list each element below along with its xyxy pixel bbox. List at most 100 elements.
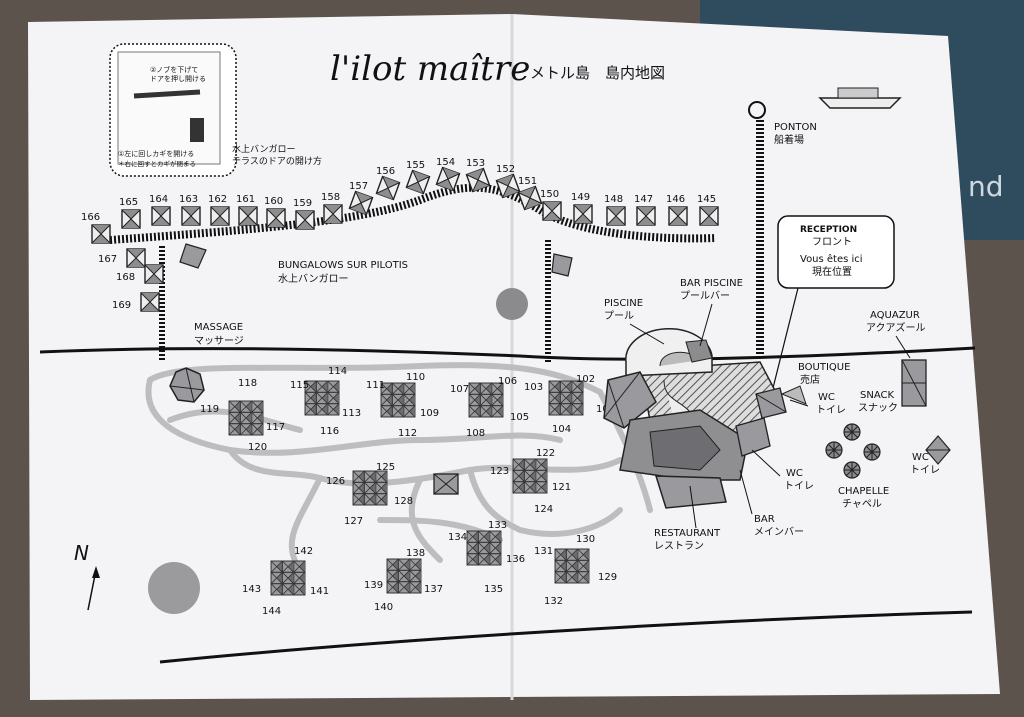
aquazur-building xyxy=(901,359,927,407)
villa-number: 134 xyxy=(448,532,467,543)
villa-number: 102 xyxy=(576,374,595,385)
svg-text:N: N xyxy=(74,541,89,565)
villa-number: 138 xyxy=(406,548,425,559)
villa-number: 136 xyxy=(506,554,525,565)
bungalow-number: 150 xyxy=(540,189,559,200)
label-bungalows: BUNGALOWS SUR PILOTIS xyxy=(278,260,408,271)
villa-number: 107 xyxy=(450,384,469,395)
reception-callout xyxy=(771,215,895,393)
inset-step2: ②ノブを下げて xyxy=(150,65,198,74)
villa-number: 108 xyxy=(466,428,485,439)
door-note-2: テラスのドアの開け方 xyxy=(232,155,322,167)
villa-number: 125 xyxy=(376,462,395,473)
massage-pavilion xyxy=(169,367,205,403)
label-reception-jp: フロント xyxy=(812,237,852,248)
villa-number: 127 xyxy=(344,516,363,527)
label-restaurant-jp: レストラン xyxy=(654,540,704,552)
bungalow-number: 153 xyxy=(466,158,485,169)
villa-number: 140 xyxy=(374,602,393,613)
bungalow-number: 169 xyxy=(112,300,131,311)
villa-number: 141 xyxy=(310,586,329,597)
bungalow-number: 152 xyxy=(496,164,515,175)
villa-number: 135 xyxy=(484,584,503,595)
villa-number: 114 xyxy=(328,366,347,377)
villa-number: 144 xyxy=(262,606,281,617)
label-piscine: PISCINE xyxy=(604,298,643,309)
bungalow-159 xyxy=(295,210,315,230)
villa-number: 133 xyxy=(488,520,507,531)
bungalow-147 xyxy=(636,206,656,226)
label-restaurant: RESTAURANT xyxy=(654,528,721,539)
label-you-are-here: Vous êtes ici xyxy=(800,253,863,265)
label-wc-3-jp: トイレ xyxy=(784,481,814,492)
villa-number: 142 xyxy=(294,546,313,557)
bungalow-158 xyxy=(323,204,343,224)
bungalow-145 xyxy=(699,206,719,226)
villa-number: 123 xyxy=(490,466,509,477)
label-boutique-jp: 売店 xyxy=(800,373,820,386)
bungalow-164 xyxy=(151,206,171,226)
bungalow-161 xyxy=(238,206,258,226)
inset-step1b: ＊右に回すとカギが閉まる xyxy=(118,159,196,168)
bungalow-number: 164 xyxy=(149,194,168,205)
pond-top xyxy=(496,288,528,320)
bungalow-160 xyxy=(266,208,286,228)
bungalow-number: 149 xyxy=(571,192,590,203)
villa-number: 103 xyxy=(524,382,543,393)
bungalow-149 xyxy=(573,204,593,224)
label-bungalows-jp: 水上バンガロー xyxy=(278,273,349,285)
label-massage: MASSAGE xyxy=(194,322,243,333)
bungalow-150 xyxy=(542,201,562,221)
villa-number: 126 xyxy=(326,476,345,487)
villa-number: 139 xyxy=(364,580,383,591)
villa-number: 122 xyxy=(536,448,555,459)
bungalow-168 xyxy=(144,264,164,284)
wc-building-east xyxy=(925,435,951,465)
overwater-bungalows: 1451461471481491501511521531541551561571… xyxy=(81,157,719,312)
label-snack: SNACK xyxy=(860,390,894,401)
villa-number: 137 xyxy=(424,584,443,595)
walkway-hut-left xyxy=(179,243,207,269)
villa-number: 106 xyxy=(498,376,517,387)
bungalow-number: 163 xyxy=(179,194,198,205)
bungalow-number: 162 xyxy=(208,194,227,205)
bungalow-number: 146 xyxy=(666,194,685,205)
label-bar-jp: メインバー xyxy=(754,526,804,538)
boat-icon xyxy=(818,87,902,109)
bungalow-number: 161 xyxy=(236,194,255,205)
bungalow-166 xyxy=(91,224,111,244)
bungalow-number: 166 xyxy=(81,212,100,223)
bungalow-165 xyxy=(121,209,141,229)
bungalow-number: 158 xyxy=(321,192,340,203)
label-boutique: BOUTIQUE xyxy=(798,362,850,373)
villa-number: 130 xyxy=(576,534,595,545)
boutique-building xyxy=(755,385,807,419)
label-wc-2: WC xyxy=(912,452,929,463)
inset-step1: ①左に回しカギを開ける xyxy=(118,149,194,158)
label-wc-1: WC xyxy=(818,392,835,403)
villa-number: 112 xyxy=(398,428,417,439)
garden-paths xyxy=(145,362,653,573)
villa-number: 109 xyxy=(420,408,439,419)
ponton-marker-icon xyxy=(748,101,766,119)
label-ponton: PONTON xyxy=(774,122,817,133)
label-wc-1-jp: トイレ xyxy=(816,405,846,416)
north-arrow: N xyxy=(74,541,100,611)
map-title: l'ilot maître xyxy=(330,49,530,89)
inset-step2b: ドアを押し開ける xyxy=(150,74,206,83)
villa-number: 110 xyxy=(406,372,425,383)
bungalow-number: 155 xyxy=(406,160,425,171)
label-ponton-jp: 船着場 xyxy=(774,133,804,146)
label-chapelle-jp: チャペル xyxy=(842,498,882,510)
villa-number: 121 xyxy=(552,482,571,493)
bungalow-number: 167 xyxy=(98,254,117,265)
bungalow-169 xyxy=(140,292,160,312)
garden-hut xyxy=(433,473,459,495)
shoreline xyxy=(39,346,976,361)
villa-number: 131 xyxy=(534,546,553,557)
bungalow-number: 145 xyxy=(697,194,716,205)
bungalow-number: 151 xyxy=(518,176,537,187)
villa-number: 115 xyxy=(290,380,309,391)
